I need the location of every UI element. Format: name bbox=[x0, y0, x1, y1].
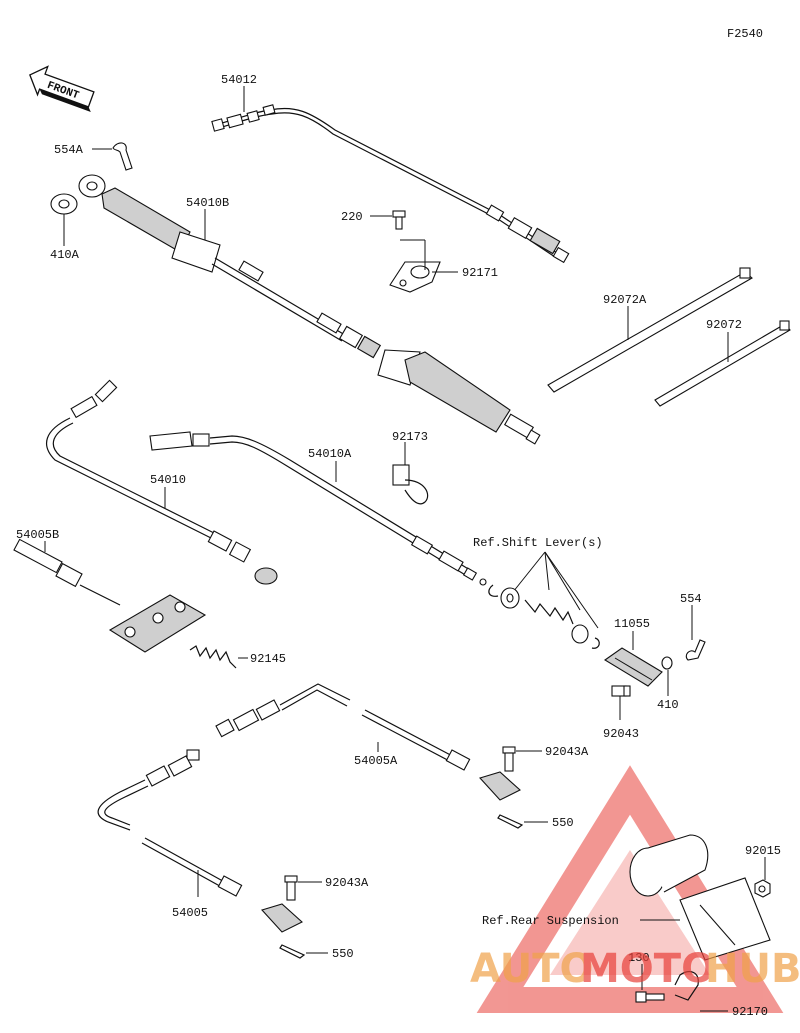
label-550-lower: 550 bbox=[332, 947, 354, 961]
label-130: 130 bbox=[628, 951, 650, 965]
cable-tie-92072A bbox=[547, 267, 753, 393]
ref-shift-lever: Ref.Shift Lever(s) bbox=[473, 536, 603, 550]
ref-rear-suspension: Ref.Rear Suspension bbox=[482, 914, 619, 928]
label-550-upper: 550 bbox=[552, 816, 574, 830]
label-92170: 92170 bbox=[732, 1005, 768, 1019]
pin-92043 bbox=[611, 685, 631, 697]
cotter-550-upper bbox=[497, 814, 524, 829]
washer-410A bbox=[50, 193, 78, 215]
watermark-hub: HUB bbox=[705, 946, 800, 992]
cotter-550-lower bbox=[279, 944, 306, 959]
cable-54010 bbox=[46, 379, 278, 585]
label-11055: 11055 bbox=[614, 617, 650, 631]
washer-410 bbox=[661, 656, 673, 670]
front-arrow-icon: FRONT bbox=[29, 65, 95, 113]
label-92072A: 92072A bbox=[603, 293, 647, 307]
cable-54005B bbox=[13, 538, 207, 653]
cable-54012 bbox=[211, 104, 570, 264]
spring-92145 bbox=[189, 645, 237, 669]
figure-code: F2540 bbox=[727, 27, 763, 41]
label-92072: 92072 bbox=[706, 318, 742, 332]
label-92171: 92171 bbox=[462, 266, 498, 280]
pin-554 bbox=[685, 639, 706, 661]
label-410A: 410A bbox=[50, 248, 80, 262]
cable-54005 bbox=[97, 749, 303, 933]
label-92015: 92015 bbox=[745, 844, 781, 858]
clamp-92171 bbox=[389, 261, 441, 293]
watermark-auto: AUTO bbox=[470, 946, 594, 992]
label-54010: 54010 bbox=[150, 473, 186, 487]
label-92043A-lower: 92043A bbox=[325, 876, 369, 890]
bolt-220 bbox=[392, 210, 406, 230]
label-92043: 92043 bbox=[603, 727, 639, 741]
pin-554A bbox=[112, 142, 133, 171]
label-92145: 92145 bbox=[250, 652, 286, 666]
pin-92043A-lower bbox=[284, 875, 298, 901]
cable-54005A bbox=[215, 683, 521, 801]
label-410: 410 bbox=[657, 698, 679, 712]
cable-54010B bbox=[78, 174, 541, 445]
rear-suspension-bracket bbox=[629, 834, 771, 961]
label-92173: 92173 bbox=[392, 430, 428, 444]
clip-92170 bbox=[674, 971, 699, 1001]
label-54010A: 54010A bbox=[308, 447, 352, 461]
label-92043A-upper: 92043A bbox=[545, 745, 589, 759]
label-554: 554 bbox=[680, 592, 702, 606]
bolt-130 bbox=[635, 991, 665, 1003]
watermark-text: AUTO MOTO HUB bbox=[470, 946, 800, 992]
watermark-moto: MOTO bbox=[580, 946, 715, 992]
label-54005A: 54005A bbox=[354, 754, 398, 768]
label-554A: 554A bbox=[54, 143, 84, 157]
cable-tie-92072 bbox=[654, 320, 791, 407]
label-54005B: 54005B bbox=[16, 528, 59, 542]
nut-92015 bbox=[754, 879, 771, 898]
clip-92173 bbox=[392, 464, 429, 505]
bracket-11055 bbox=[603, 647, 663, 687]
label-54012: 54012 bbox=[221, 73, 257, 87]
label-54005: 54005 bbox=[172, 906, 208, 920]
cable-54010A bbox=[149, 431, 487, 586]
label-54010B: 54010B bbox=[186, 196, 229, 210]
label-220: 220 bbox=[341, 210, 363, 224]
pin-92043A-upper bbox=[502, 746, 516, 772]
shift-lever-parts bbox=[488, 584, 600, 649]
